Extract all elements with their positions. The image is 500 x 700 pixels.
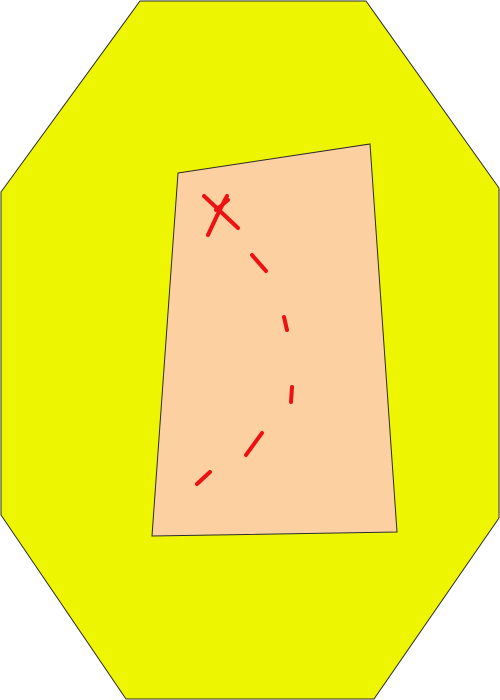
route-dash-1: [250, 253, 268, 273]
x-mark-stroke-2: [206, 194, 229, 237]
route-dash-5: [195, 470, 212, 486]
x-mark-stroke-3: [214, 198, 230, 212]
dashed-route: [195, 253, 294, 486]
x-mark: [202, 194, 240, 237]
route-dash-4: [244, 431, 264, 457]
inner-quadrilateral-shape: [151, 143, 398, 537]
route-dash-3: [289, 385, 294, 404]
route-dash-2: [282, 315, 289, 332]
